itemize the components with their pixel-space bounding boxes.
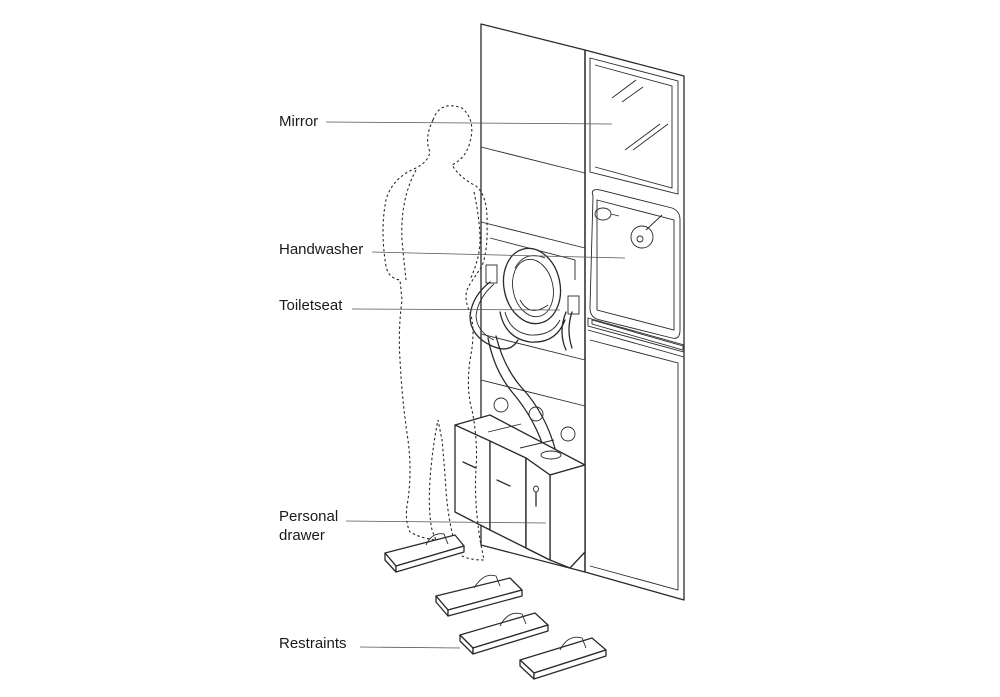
restraints — [384, 533, 607, 680]
restraint-1 — [384, 533, 465, 573]
right-socket — [567, 295, 580, 315]
drawer-2 — [489, 440, 527, 549]
handwasher-bowl — [502, 247, 562, 325]
handwasher-recess — [589, 189, 681, 339]
vent-3 — [560, 426, 576, 442]
mirror — [589, 57, 679, 195]
drawer-3 — [525, 457, 551, 561]
person-body — [382, 105, 488, 561]
vent-2 — [528, 406, 544, 422]
label-personal-line2: drawer — [279, 527, 325, 544]
label-handwasher: Handwasher — [279, 241, 363, 258]
vent-1 — [493, 397, 509, 413]
mirror-glass — [594, 64, 673, 189]
label-toiletseat: Toiletseat — [279, 297, 343, 314]
label-mirror-group: Mirror — [279, 113, 613, 130]
restraint-2 — [435, 574, 523, 617]
left-socket — [485, 264, 498, 284]
label-restraints-group: Restraints — [279, 635, 461, 652]
label-toiletseat-group: Toiletseat — [279, 297, 561, 314]
toilet-unit — [469, 247, 580, 456]
mixer-dial — [630, 225, 654, 249]
restraint-3 — [459, 612, 549, 655]
label-personal-drawer-group: Personal drawer — [279, 508, 547, 544]
label-handwasher-group: Handwasher — [279, 241, 626, 259]
right-cabinet — [584, 49, 685, 601]
label-personal-line1: Personal — [279, 508, 338, 525]
label-mirror: Mirror — [279, 113, 318, 130]
drawer-1 — [454, 424, 491, 531]
towel-rail — [591, 319, 684, 351]
restraint-4 — [519, 636, 607, 680]
toilet-seat — [499, 311, 566, 343]
label-restraints: Restraints — [279, 635, 347, 652]
personal-drawers — [454, 414, 586, 569]
person-outline — [382, 105, 488, 561]
